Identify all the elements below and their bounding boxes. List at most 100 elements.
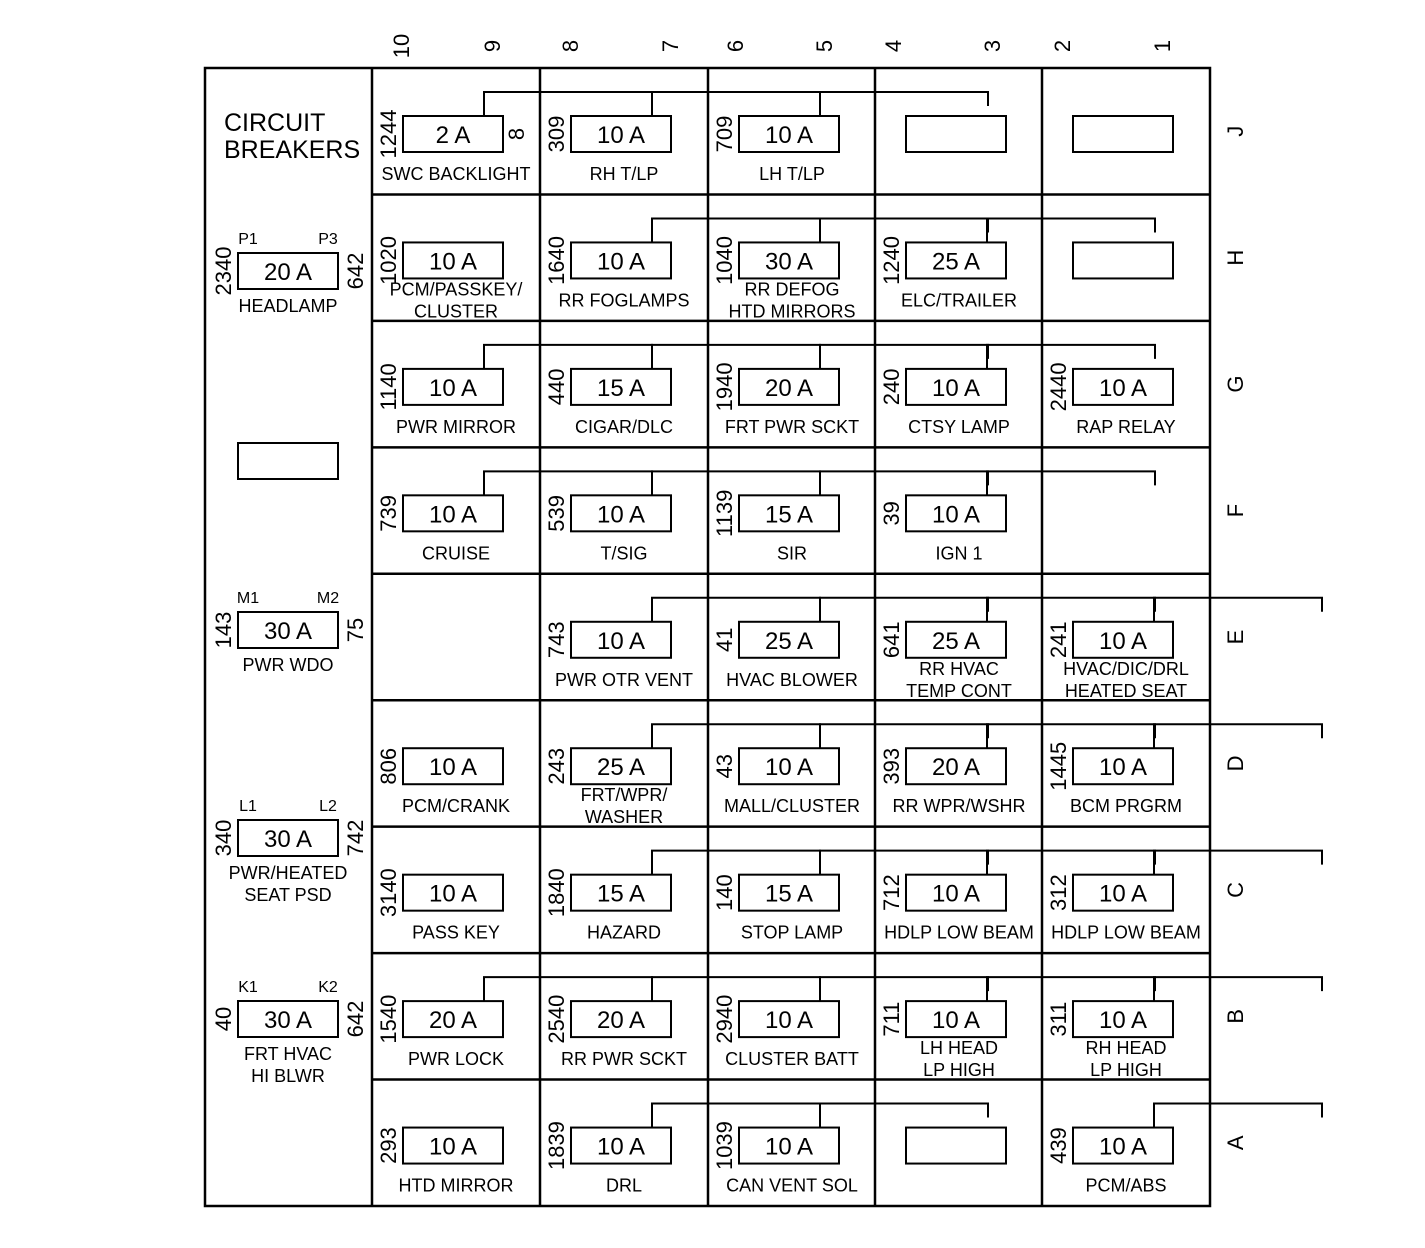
fuse-circuit-number: 806	[376, 748, 401, 785]
fuse-rating: 15 A	[597, 375, 645, 402]
fuse-box	[402, 241, 504, 280]
fuse-label: FRT PWR SCKT	[725, 417, 859, 437]
fuse-label: CLUSTER BATT	[725, 1049, 859, 1069]
bus-bar-connector	[819, 723, 989, 749]
fuse-box	[402, 747, 504, 786]
breaker-circuit-number: 75	[343, 618, 368, 642]
fuse-circuit-number: 1140	[376, 363, 401, 410]
fuse-label: FRT/WPR/	[581, 785, 668, 805]
fuse-circuit-number: 1244	[376, 110, 401, 159]
fuse-circuit-number: 1139	[712, 490, 737, 537]
fuse-circuit-number: 2440	[1046, 362, 1071, 411]
fuse-label: SIR	[777, 543, 807, 563]
bus-bar-connector	[986, 343, 1156, 369]
bus-bar-connector	[986, 217, 1156, 243]
bus-bar-connector	[1153, 849, 1323, 875]
fuse-box	[1072, 620, 1174, 659]
circuit-breaker	[237, 442, 339, 480]
fuse-label: STOP LAMP	[741, 923, 843, 943]
fuse-circuit-number: 311	[1046, 1002, 1071, 1037]
fuse-box	[905, 620, 1007, 659]
row-letter: E	[1223, 630, 1248, 645]
fuse-box	[570, 494, 672, 533]
fuse-box	[905, 115, 1007, 153]
breaker-pin-label: K2	[318, 979, 338, 996]
fuse-circuit-number: 393	[879, 748, 904, 785]
fuse-circuit-number: 1640	[544, 236, 569, 285]
bus-bar-connector	[483, 91, 653, 116]
fuse-box	[905, 241, 1007, 280]
bus-bar-connector	[1153, 976, 1323, 1002]
fuse-label: RR HVAC	[919, 659, 999, 679]
fuse-rating: 15 A	[765, 881, 813, 908]
breaker-pin-label: L1	[239, 798, 257, 815]
fuse-rating: 10 A	[429, 375, 477, 402]
fuse-label: CLUSTER	[414, 301, 498, 321]
fuse-rating: 20 A	[429, 1007, 477, 1034]
fuse-circuit-number: 1540	[376, 995, 401, 1044]
fuse-box	[402, 1000, 504, 1039]
column-number: 1	[1150, 40, 1175, 52]
fuse-rating: 10 A	[932, 881, 980, 908]
fuse-label: RR PWR SCKT	[561, 1049, 687, 1069]
bus-bar-connector	[986, 596, 1156, 622]
fuse-box	[1072, 241, 1174, 280]
row-letter: B	[1223, 1009, 1248, 1024]
row-letter: A	[1223, 1135, 1248, 1150]
breaker-box	[237, 819, 339, 857]
fuse-rating: 2 A	[436, 122, 471, 149]
breaker-circuit-number: 2340	[211, 247, 236, 296]
bus-bar-connector	[986, 976, 1156, 1002]
breaker-label: HI BLWR	[251, 1066, 325, 1086]
fuse-circuit-number: 240	[879, 369, 904, 406]
fuse-label: PCM/ABS	[1085, 1176, 1166, 1196]
fuse-circuit-number: 1240	[879, 236, 904, 285]
fuse-circuit-number: 241	[1046, 621, 1071, 658]
fuse-label: PCM/CRANK	[402, 796, 510, 816]
fuse-circuit-number: 293	[376, 1127, 401, 1164]
fuse-circuit-number: 743	[544, 621, 569, 658]
fuse-label: RH HEAD	[1085, 1038, 1166, 1058]
breaker-rating: 30 A	[264, 618, 312, 645]
fuse-rating: 10 A	[1099, 1007, 1147, 1034]
fuse-box	[1072, 367, 1174, 406]
breaker-panel-title: BREAKERS	[224, 136, 360, 164]
breaker-circuit-number: 642	[343, 253, 368, 290]
fuse-box	[738, 115, 840, 153]
breaker-label: PWR/HEATED	[229, 863, 348, 883]
breaker-rating: 30 A	[264, 1007, 312, 1034]
fuse-label: CAN VENT SOL	[726, 1176, 858, 1196]
fuse-rating: 10 A	[429, 248, 477, 275]
breaker-box	[237, 442, 339, 480]
breaker-box	[237, 252, 339, 290]
bus-bar-connector	[819, 1102, 989, 1128]
fuse-circuit-number: 539	[544, 495, 569, 532]
fuse-rating: 10 A	[597, 1134, 645, 1161]
bus-bar-connector	[651, 596, 821, 622]
fuse-box	[905, 1000, 1007, 1039]
fuse-circuit-number: 712	[879, 874, 904, 911]
fuse-label: BCM PRGRM	[1070, 796, 1182, 816]
fuse-label: LP HIGH	[923, 1060, 995, 1080]
fuse-rating: 10 A	[932, 375, 980, 402]
fuse-box	[905, 1126, 1007, 1165]
column-number: 5	[812, 40, 837, 52]
fuse-label: SWC BACKLIGHT	[381, 164, 530, 184]
fuse-circuit-number: 1839	[544, 1121, 569, 1170]
fuse-circuit-number: 1039	[712, 1121, 737, 1170]
